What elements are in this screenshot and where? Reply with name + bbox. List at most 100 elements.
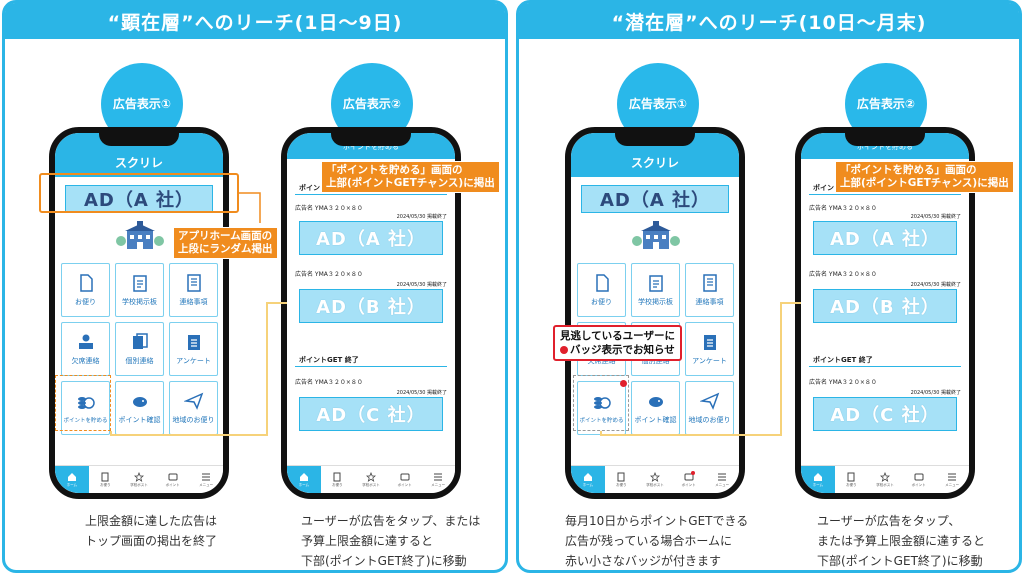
tab-letters[interactable]: お便り: [605, 466, 639, 493]
menu-tile-grid: お便り 学校掲示板 連絡事項 欠席連絡 個別連絡 アンケート ポイントを貯める …: [61, 263, 218, 435]
star-icon: [133, 471, 144, 482]
highlight-ad-top: [39, 173, 239, 213]
tile-earn-points[interactable]: ポイントを貯める: [577, 380, 627, 435]
tile-individual[interactable]: 個別連絡: [115, 322, 164, 376]
ad-date: 2024/05/30 掲載終了: [910, 390, 961, 396]
ad-banner-top[interactable]: AD（A 社）: [65, 185, 213, 213]
tab-letters[interactable]: お便り: [835, 466, 869, 493]
callout-line: 「ポイントを貯める」画面の: [326, 164, 463, 176]
ad-banner-b[interactable]: AD（B 社）: [299, 289, 443, 323]
tile-check-points[interactable]: ポイント確認: [115, 381, 164, 435]
tile-survey[interactable]: アンケート: [685, 322, 734, 376]
tile-letters[interactable]: お便り: [61, 263, 110, 317]
tile-absence[interactable]: 欠席連絡: [61, 322, 110, 376]
tile-label: 連絡事項: [179, 298, 208, 306]
caption-line: 下部(ポイントGET終了)に移動: [301, 554, 467, 568]
tile-letters[interactable]: お便り: [577, 263, 626, 317]
tab-label: ホーム: [298, 482, 309, 487]
tile-school-board[interactable]: 学校掲示板: [115, 263, 164, 317]
tile-notices[interactable]: 連絡事項: [169, 263, 218, 317]
tab-points[interactable]: ポイント: [902, 466, 936, 493]
tab-points[interactable]: ポイント: [388, 466, 422, 493]
ad-banner-c[interactable]: AD（C 社）: [299, 397, 443, 431]
menu-icon: [202, 473, 211, 480]
notebook-icon: [702, 274, 717, 292]
ad-banner-a[interactable]: AD（A 社）: [813, 221, 957, 255]
tile-check-points[interactable]: ポイント確認: [631, 381, 680, 435]
tab-label: お便り: [100, 482, 111, 487]
tab-home[interactable]: ホーム: [287, 466, 321, 493]
document-icon: [79, 274, 93, 292]
tile-local-letters[interactable]: 地域のお便り: [169, 381, 218, 435]
tile-label: ポイント確認: [634, 416, 677, 424]
ad-date: 2024/05/30 掲載終了: [396, 214, 447, 220]
tab-school-post[interactable]: 学校ポスト: [354, 466, 388, 493]
document-icon: [333, 472, 341, 481]
ad-banner-c[interactable]: AD（C 社）: [813, 397, 957, 431]
phone-notch: [615, 133, 695, 146]
tile-earn-points[interactable]: ポイントを貯める: [61, 381, 110, 435]
tab-school-post[interactable]: 学校ポスト: [638, 466, 672, 493]
star-icon: [649, 471, 660, 482]
tab-label: メニュー: [431, 482, 446, 487]
tab-letters[interactable]: お便り: [321, 466, 355, 493]
tab-menu[interactable]: メニュー: [189, 466, 223, 493]
tab-label: ホーム: [66, 482, 77, 487]
tab-school-post[interactable]: 学校ポスト: [122, 466, 156, 493]
ad-banner-top[interactable]: AD（A 社）: [581, 185, 729, 213]
tab-points[interactable]: ポイント: [156, 466, 190, 493]
caption-line: 下部(ポイントGET終了)に移動: [817, 554, 983, 568]
tile-survey[interactable]: アンケート: [169, 322, 218, 376]
tab-label: ポイント: [165, 482, 180, 487]
star-icon: [365, 471, 376, 482]
points-icon: [914, 473, 924, 480]
caption-right-2: ユーザーが広告をタップ、 または予算上限金額に達すると 下部(ポイントGET終了…: [817, 511, 985, 571]
section-end-title: ポイントGET 終了: [299, 356, 359, 364]
home-icon: [67, 472, 76, 481]
person-desk-icon: [78, 334, 93, 349]
section-end-title: ポイントGET 終了: [813, 356, 873, 364]
phone-home-screen-badge: スクリレ AD（A 社） お便り 学校掲示板 連絡事項 欠席連絡 個別連絡 アン…: [565, 127, 745, 499]
tab-label: 学校ポスト: [646, 482, 664, 487]
callout-line: 上部(ポイントGETチャンス)に掲出: [326, 177, 495, 189]
paper-plane-icon: [183, 392, 203, 410]
tab-menu[interactable]: メニュー: [421, 466, 455, 493]
paper-plane-icon: [699, 392, 719, 410]
connector-lines: [600, 302, 801, 436]
tab-letters[interactable]: お便り: [89, 466, 123, 493]
tab-label: ホーム: [812, 482, 823, 487]
tile-notices[interactable]: 連絡事項: [685, 263, 734, 317]
section-divider: [809, 366, 961, 367]
tab-menu[interactable]: メニュー: [935, 466, 969, 493]
ad-date: 2024/05/30 掲載終了: [396, 282, 447, 288]
tab-home[interactable]: ホーム: [55, 466, 89, 493]
tab-home[interactable]: ホーム: [801, 466, 835, 493]
home-icon: [583, 472, 592, 481]
ad-banner-b[interactable]: AD（B 社）: [813, 289, 957, 323]
survey-icon: [187, 335, 200, 350]
caption-line: 赤い小さなバッジが付きます: [565, 554, 722, 568]
tab-menu[interactable]: メニュー: [705, 466, 739, 493]
right-panel: “潜在層”へのリーチ(10日～月末) 広告表示① 広告表示② スクリレ AD（A…: [516, 0, 1022, 573]
menu-icon: [718, 473, 727, 480]
ad-banner-a[interactable]: AD（A 社）: [299, 221, 443, 255]
tile-local-letters[interactable]: 地域のお便り: [685, 381, 734, 435]
menu-tile-grid: お便り 学校掲示板 連絡事項 欠席連絡 個別連絡 アンケート ポイントを貯める …: [577, 263, 734, 435]
callout-line: 上部(ポイントGETチャンス)に掲出: [840, 177, 1009, 189]
tile-label: 個別連絡: [125, 357, 154, 365]
school-building-icon: [116, 221, 164, 249]
tab-points[interactable]: ポイント: [672, 466, 706, 493]
tab-label: お便り: [846, 482, 857, 487]
tab-home[interactable]: ホーム: [571, 466, 605, 493]
tab-label: 学校ポスト: [876, 482, 894, 487]
tab-school-post[interactable]: 学校ポスト: [868, 466, 902, 493]
tab-label: ポイント: [681, 482, 696, 487]
tile-label: 欠席連絡: [587, 357, 616, 365]
ad-date: 2024/05/30 掲載終了: [910, 214, 961, 220]
tile-label: 学校掲示板: [122, 298, 157, 306]
tile-school-board[interactable]: 学校掲示板: [631, 263, 680, 317]
tab-label: メニュー: [945, 482, 960, 487]
points-icon: [684, 473, 694, 480]
tab-bar: ホーム お便り 学校ポスト ポイント メニュー: [287, 465, 455, 493]
piggy-bank-icon: [132, 397, 147, 407]
